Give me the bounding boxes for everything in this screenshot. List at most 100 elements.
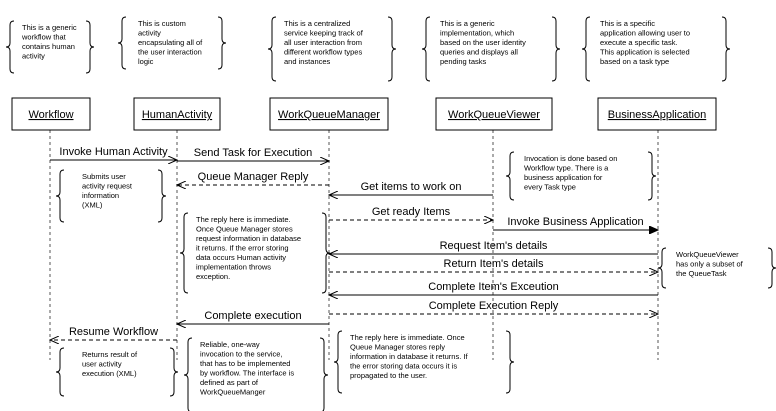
note-reliable-line: invocation to the service,: [200, 350, 283, 359]
note-reply-immediate-text: The reply here is immediate.Once Queue M…: [196, 215, 301, 281]
participant-note-wqm-line: This is a centralized: [284, 19, 350, 28]
message-label: Complete Item's Exceution: [428, 281, 559, 293]
participant-note-wqv-line: queries and displays all: [440, 48, 518, 57]
note-reply-store-line: Queue Manager stores reply: [350, 343, 445, 352]
note-reliable-brace: [183, 337, 329, 411]
note-reply-immediate-line: data occurs Human activity: [196, 253, 286, 262]
note-reply-immediate-line: exception.: [196, 272, 230, 281]
message-label: Get ready Items: [372, 206, 451, 218]
participant-note-workflow-brace: [5, 20, 95, 74]
participant-human[interactable]: HumanActivity: [133, 97, 221, 131]
participant-note-ba-line: execute a specific task.: [600, 38, 678, 47]
participant-ba[interactable]: BusinessApplication: [597, 97, 717, 131]
participant-box: [435, 97, 553, 131]
message-8: Return Item's details: [329, 258, 658, 272]
note-returns-result-line: user activity: [82, 360, 122, 369]
message-label: Invoke Human Activity: [59, 146, 168, 158]
message-5: Get ready Items: [329, 206, 493, 220]
message-label: Queue Manager Reply: [198, 171, 309, 183]
participant-workflow[interactable]: Workflow: [11, 97, 91, 131]
note-reply-immediate-line: Once Queue Manager stores: [196, 225, 293, 234]
note-invocation-line: Invocation is done based on: [524, 154, 617, 163]
note-viewer-subset-line: WorkQueueViewer: [676, 250, 739, 259]
participant-note-ba-line: based on a task type: [600, 57, 669, 66]
message-12: Resume Workflow: [50, 326, 177, 340]
participant-note-workflow-line: workflow that: [21, 33, 67, 42]
participant-note-wqm-line: different workflow types: [284, 48, 362, 57]
note-viewer-subset-line: has only a subset of: [676, 260, 744, 269]
message-3: Queue Manager Reply: [177, 171, 329, 185]
participant-note-wqv-line: implementation, which: [440, 29, 514, 38]
participant-note-wqv-line: pending tasks: [440, 57, 487, 66]
participant-note-ba-line: application allowing user to: [600, 29, 690, 38]
note-returns-result-brace: [55, 347, 179, 397]
participant-label: WorkQueueViewer: [448, 109, 540, 121]
participant-note-human-line: logic: [138, 57, 154, 66]
participant-label: WorkQueueManager: [278, 109, 380, 121]
participant-note-ba-line: This is a specific: [600, 19, 655, 28]
message-9: Complete Item's Exceution: [329, 281, 658, 295]
participant-note-wqm-brace: [267, 16, 397, 82]
note-invocation-brace: [505, 151, 657, 201]
participant-note-human-brace: [117, 16, 227, 70]
participant-note-human-line: activity: [138, 29, 161, 38]
message-label: Get items to work on: [361, 181, 462, 193]
note-reliable-line: by workflow. The interface is: [200, 369, 294, 378]
participant-note-workflow-line: This is a generic: [22, 23, 77, 32]
message-label: Request Item's details: [440, 240, 548, 252]
note-reply-immediate-line: The reply here is immediate.: [196, 215, 291, 224]
participant-note-ba-brace: [581, 16, 731, 82]
participant-label: Workflow: [28, 109, 73, 121]
message-label: Send Task for Execution: [194, 147, 312, 159]
note-reliable-line: Reliable, one-way: [200, 340, 260, 349]
participant-note-wqv-line: based on the user identity: [440, 38, 526, 47]
participant-note-wqm-line: service keeping track of: [284, 29, 364, 38]
message-label: Complete execution: [204, 310, 301, 322]
participant-note-wqv-line: This is a generic: [440, 19, 495, 28]
message-label: Invoke Business Application: [507, 216, 643, 228]
note-submits-line: (XML): [82, 201, 103, 210]
message-6: Invoke Business Application: [493, 216, 658, 230]
note-submits-line: information: [82, 191, 119, 200]
note-viewer-subset-line: the QueueTask: [676, 269, 727, 278]
note-reply-immediate: The reply here is immediate.Once Queue M…: [179, 212, 331, 294]
note-reliable-line: defined as part of: [200, 378, 259, 387]
note-invocation-line: business application for: [524, 173, 603, 182]
message-11: Complete execution: [177, 310, 329, 324]
participant-wqm[interactable]: WorkQueueManager: [269, 97, 389, 131]
message-2: Send Task for Execution: [177, 147, 329, 161]
participant-note-workflow-line: activity: [22, 52, 45, 61]
note-reply-store-line: information in database it returns. If: [350, 352, 468, 361]
note-reply-store-line: propagated to the user.: [350, 371, 427, 380]
message-label: Return Item's details: [444, 258, 544, 270]
participant-note-workflow-line: contains human: [22, 42, 75, 51]
participant-note-human-line: encapsulating all of: [138, 38, 203, 47]
participant-wqv[interactable]: WorkQueueViewer: [435, 97, 553, 131]
note-reply-immediate-line: implementation throws: [196, 263, 271, 272]
note-invocation-line: every Task type: [524, 183, 576, 192]
message-7: Request Item's details: [329, 240, 658, 254]
participant-note-ba-line: This application is selected: [600, 48, 690, 57]
participant-note-wqv-brace: [421, 16, 561, 82]
note-reply-immediate-line: it returns. If the error storing: [196, 244, 289, 253]
note-submits-brace: [55, 169, 167, 223]
note-reply-store-brace: [333, 330, 515, 394]
participant-note-wqm-line: all user interaction from: [284, 38, 362, 47]
